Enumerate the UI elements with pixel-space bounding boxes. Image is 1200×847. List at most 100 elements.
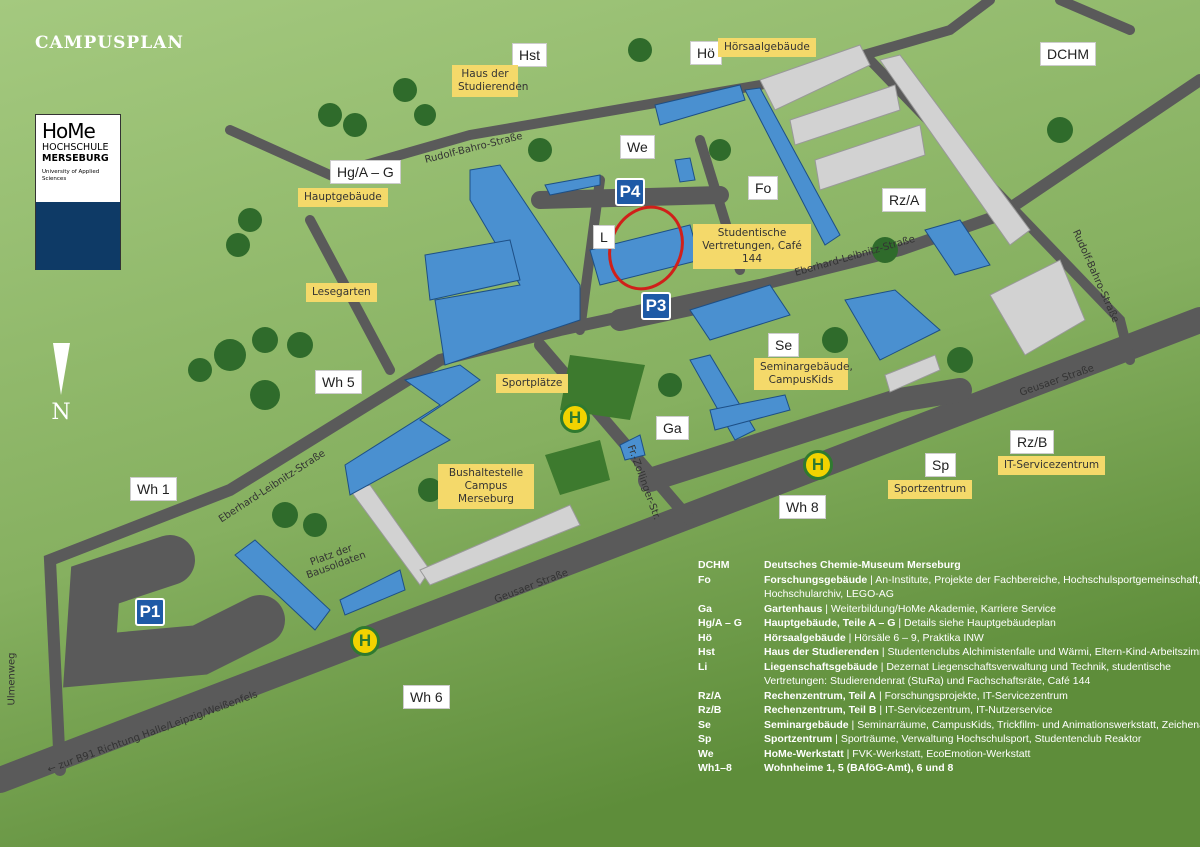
trees	[188, 38, 1073, 537]
label-bus: Bushaltestelle Campus Merseburg	[438, 464, 534, 509]
legend-desc: Sportzentrum | Sporträume, Verwaltung Ho…	[764, 733, 1142, 745]
building-wh8[interactable]: Wh 8	[779, 495, 826, 519]
legend-code: Ga	[698, 602, 713, 615]
legend-desc: Hörsaalgebäude | Hörsäle 6 – 9, Praktika…	[764, 631, 984, 644]
legend-detail: Hörsäle 6 – 9, Praktika INW	[854, 631, 984, 644]
grey-buildings	[349, 44, 1086, 586]
legend-row: Wh1–8 Wohnheime 1, 5 (BAföG-Amt), 6 und 8	[698, 761, 1200, 776]
legend-name: Wohnheime 1, 5 (BAföG-Amt), 6 und 8	[764, 762, 954, 774]
compass-label: N	[51, 400, 71, 425]
logo-line2: MERSEBURG	[42, 153, 109, 164]
legend-desc: HoMe-Werkstatt | FVK-Werkstatt, EcoEmoti…	[764, 747, 1031, 760]
legend-desc: Rechenzentrum, Teil B | IT-Servicezentru…	[764, 704, 1053, 716]
legend-name: Seminargebäude	[764, 718, 849, 731]
label-hst: Haus der Studierenden	[452, 65, 528, 97]
legend-name: Liegenschaftsgebäude	[764, 660, 878, 673]
legend-name: Rechenzentrum, Teil B	[764, 704, 877, 716]
building-wh1[interactable]: Wh 1	[130, 477, 177, 501]
legend-row: Sp Sportzentrum | Sporträume, Verwaltung …	[698, 732, 1200, 747]
building-fo[interactable]: Fo	[748, 176, 779, 200]
label-sportplaetze: Sportplätze	[496, 374, 569, 393]
legend-desc: Forschungsgebäude | An-Institute, Projek…	[764, 573, 1200, 601]
label-li: Studentische Vertretungen, Café 144	[693, 224, 811, 269]
street-ulmenweg: Ulmenweg	[6, 652, 18, 706]
legend-detail: Sporträume, Verwaltung Hochschulsport, S…	[840, 733, 1142, 745]
legend-code: Wh1–8	[698, 762, 732, 774]
legend-code: We	[698, 747, 714, 760]
legend-code: Se	[698, 718, 711, 731]
legend-name: Rechenzentrum, Teil A	[764, 689, 877, 702]
building-sp[interactable]: Sp	[925, 453, 957, 477]
legend-desc: Gartenhaus | Weiterbildung/HoMe Akademie…	[764, 602, 1056, 615]
legend-desc: Liegenschaftsgebäude | Dezernat Liegensc…	[764, 660, 1171, 688]
north-arrow-icon	[53, 343, 70, 395]
legend-code: DCHM	[698, 559, 730, 571]
legend-desc: Hauptgebäude, Teile A – G | Details sieh…	[764, 617, 1056, 629]
building-ga[interactable]: Ga	[656, 416, 689, 440]
building-hst[interactable]: Hst	[512, 43, 547, 67]
legend-code: Hst	[698, 646, 715, 658]
building-rzb[interactable]: Rz/B	[1010, 430, 1055, 454]
bus-stop-icon[interactable]: H	[803, 450, 833, 480]
label-rzb: IT-Servicezentrum	[998, 456, 1106, 475]
label-lesegarten: Lesegarten	[306, 283, 377, 302]
building-dchm[interactable]: DCHM	[1040, 42, 1096, 66]
legend-detail: Weiterbildung/HoMe Akademie, Karriere Se…	[830, 602, 1056, 615]
logo-name: HoMe	[42, 119, 96, 143]
legend-name: Haus der Studierenden	[764, 646, 879, 658]
legend-name: Sportzentrum	[764, 733, 833, 745]
legend-code: Sp	[698, 733, 712, 745]
legend-row: Ga Gartenhaus | Weiterbildung/HoMe Akadem…	[698, 602, 1200, 617]
blue-buildings	[234, 84, 991, 631]
parking-p1[interactable]: P1	[135, 598, 165, 626]
legend-detail: IT-Servicezentrum, IT-Nutzerservice	[884, 704, 1053, 716]
parking-p4[interactable]: P4	[615, 178, 645, 206]
legend-detail: Dezernat Liegenschaftsverwaltung und Tec…	[764, 660, 1171, 688]
legend-detail: FVK-Werkstatt, EcoEmotion-Werkstatt	[852, 747, 1031, 760]
building-hg[interactable]: Hg/A – G	[330, 160, 401, 184]
university-logo: HoMe HOCHSCHULE MERSEBURG University of …	[35, 114, 121, 270]
logo-line3: University of Applied Sciences	[42, 169, 100, 182]
legend-detail: An-Institute, Projekte der Fachbereiche,…	[764, 573, 1200, 601]
legend-name: Gartenhaus	[764, 602, 823, 615]
bus-stop-icon[interactable]: H	[350, 626, 380, 656]
legend-desc: Rechenzentrum, Teil A | Forschungsprojek…	[764, 689, 1068, 702]
legend-desc: Deutsches Chemie-Museum Merseburg	[764, 558, 1200, 573]
label-se: Seminargebäude, CampusKids	[754, 358, 853, 390]
legend-name: HoMe-Werkstatt	[764, 747, 844, 760]
legend-code: Hg/A – G	[698, 617, 742, 629]
legend-row: DCHM Deutsches Chemie-Museum Merseburg	[698, 558, 1200, 573]
building-hoe[interactable]: Hö	[690, 41, 722, 65]
label-sp: Sportzentrum	[888, 480, 973, 499]
parking-p3[interactable]: P3	[641, 292, 671, 320]
legend-code: Fo	[698, 573, 711, 586]
building-wh5[interactable]: Wh 5	[315, 370, 362, 394]
legend-row: Rz/A Rechenzentrum, Teil A | Forschungspr…	[698, 689, 1200, 704]
bus-stop-icon[interactable]: H	[560, 403, 590, 433]
legend-name: Hauptgebäude, Teile A – G	[764, 617, 896, 629]
legend-row: Rz/B Rechenzentrum, Teil B | IT-Serviceze…	[698, 703, 1200, 718]
legend-desc: Wohnheime 1, 5 (BAföG-Amt), 6 und 8	[764, 761, 1200, 776]
legend-name: Forschungsgebäude	[764, 573, 868, 586]
legend-name: Deutsches Chemie-Museum Merseburg	[764, 559, 961, 571]
building-rza[interactable]: Rz/A	[882, 188, 927, 212]
legend-desc: Seminargebäude | Seminarräume, CampusKid…	[764, 718, 1200, 733]
legend-row: Hg/A – G Hauptgebäude, Teile A – G | Deta…	[698, 616, 1200, 631]
legend-detail: Details siehe Hauptgebäudeplan	[904, 617, 1056, 629]
building-we[interactable]: We	[620, 135, 655, 159]
label-hg: Hauptgebäude	[298, 188, 388, 207]
building-wh6[interactable]: Wh 6	[403, 685, 450, 709]
legend-code: Hö	[698, 631, 712, 644]
legend-row: Hö Hörsaalgebäude | Hörsäle 6 – 9, Prakti…	[698, 631, 1200, 646]
legend-row: Li Liegenschaftsgebäude | Dezernat Liegen…	[698, 660, 1200, 689]
legend-code: Rz/B	[698, 704, 722, 716]
legend-code: Rz/A	[698, 689, 722, 702]
building-li[interactable]: L	[593, 225, 615, 249]
building-se[interactable]: Se	[768, 333, 800, 357]
legend-row: We HoMe-Werkstatt | FVK-Werkstatt, EcoEmo…	[698, 747, 1200, 762]
legend-code: Li	[698, 660, 708, 673]
legend-name: Hörsaalgebäude	[764, 631, 846, 644]
legend-desc: Haus der Studierenden | Studentenclubs A…	[764, 645, 1200, 660]
